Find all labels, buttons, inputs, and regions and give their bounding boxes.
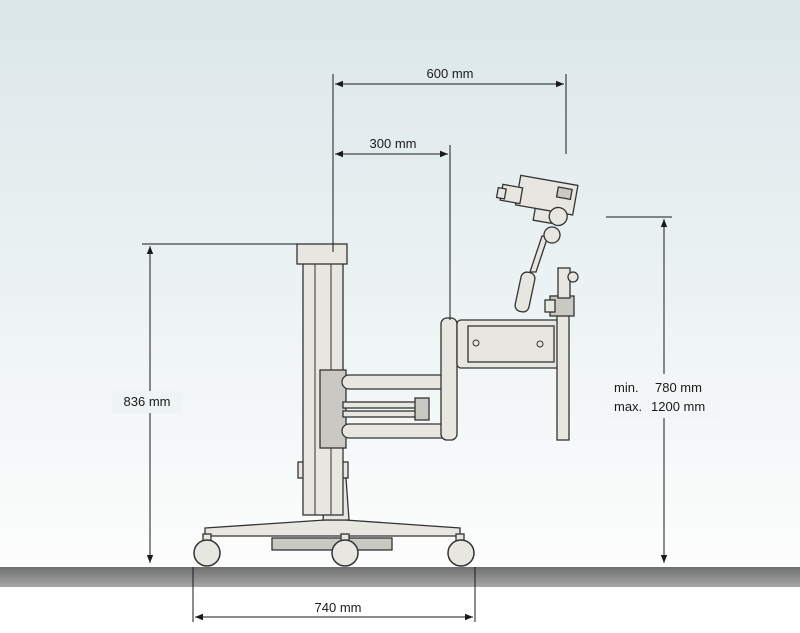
column-cap	[296, 243, 348, 265]
plate-screw-right	[536, 340, 544, 348]
base-plate	[271, 537, 393, 551]
handle-grip	[514, 271, 536, 313]
support-post	[556, 295, 570, 441]
camera-head	[495, 174, 579, 227]
label-min-value: 780 mm	[655, 380, 702, 395]
arm-upper	[341, 374, 455, 390]
floor-lower-area	[0, 587, 800, 633]
camera-detail	[555, 186, 573, 201]
arm-rod-1	[342, 401, 424, 409]
mount-plate	[467, 325, 555, 363]
post-knob	[567, 271, 579, 283]
floor	[0, 567, 800, 587]
post-upper	[557, 267, 571, 299]
wheel-center	[331, 539, 359, 567]
label-range-bg	[606, 374, 718, 418]
arm-lower	[341, 423, 455, 439]
label-max: max.	[614, 399, 642, 414]
arm-rod-2	[342, 410, 424, 418]
label-836-bg	[112, 391, 182, 413]
label-min: min.	[614, 380, 639, 395]
stand	[193, 174, 579, 567]
arm-lock-knob	[414, 397, 430, 421]
lever-pivot	[543, 226, 561, 244]
label-max-value: 1200 mm	[651, 399, 705, 414]
arm-hinge	[440, 317, 458, 441]
camera-lens-2	[495, 186, 507, 200]
label-740-mm: 740 mm	[315, 600, 362, 615]
plate-screw-left	[472, 339, 480, 347]
label-836-mm: 836 mm	[124, 394, 171, 409]
adjust-knob	[544, 299, 556, 313]
label-600-mm: 600 mm	[427, 66, 474, 81]
dimensions: 600 mm 300 mm 836 mm min. 780 mm max. 12…	[112, 66, 718, 622]
wheel-left	[193, 539, 221, 567]
wheel-right	[447, 539, 475, 567]
label-300-mm: 300 mm	[370, 136, 417, 151]
camera-knob	[548, 206, 568, 227]
